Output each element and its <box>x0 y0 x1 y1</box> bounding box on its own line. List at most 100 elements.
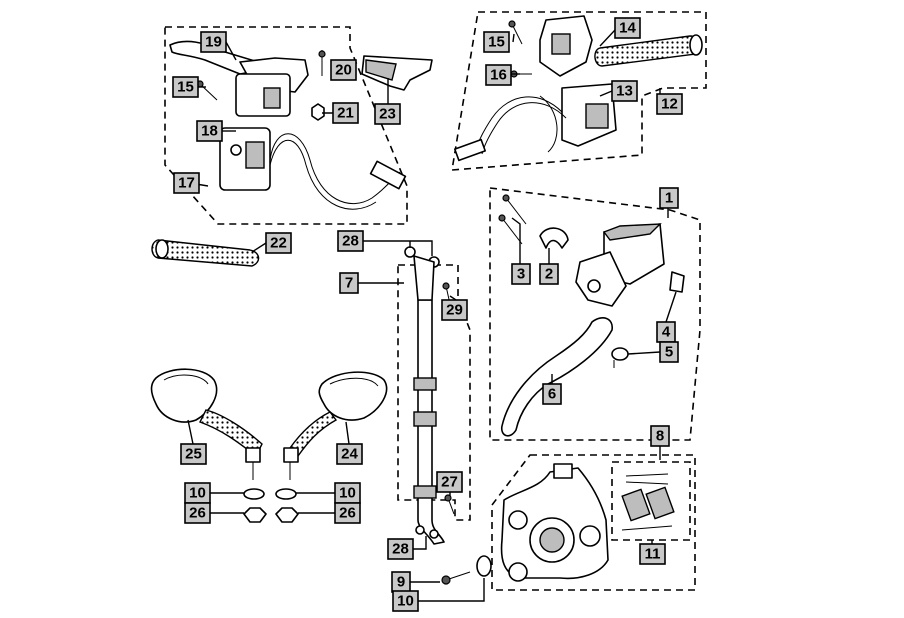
svg-text:25: 25 <box>185 446 202 463</box>
callout-19: 19 <box>200 31 227 53</box>
svg-text:15: 15 <box>177 79 194 96</box>
svg-text:10: 10 <box>339 485 356 502</box>
svg-text:4: 4 <box>662 324 671 341</box>
svg-text:15: 15 <box>488 34 505 51</box>
washer-10-left <box>243 488 265 500</box>
svg-text:19: 19 <box>205 34 222 51</box>
left-switch-housing-upper <box>235 73 291 117</box>
pivot-bolt-4 <box>669 271 685 293</box>
callout-2: 2 <box>539 263 559 285</box>
banjo-washer-bottom-b <box>429 529 439 539</box>
svg-text:29: 29 <box>446 302 463 319</box>
callout-28-bottom: 28 <box>387 538 414 560</box>
brake-hose-parts <box>404 246 455 545</box>
mirror-left-25 <box>150 368 218 423</box>
banjo-washer-bottom-a <box>415 525 425 535</box>
svg-text:10: 10 <box>397 593 414 610</box>
front-master-cylinder-outline <box>489 187 701 441</box>
banjo-fitting-top <box>413 255 435 301</box>
nut-26-left <box>243 507 267 523</box>
callout-17: 17 <box>173 172 200 194</box>
master-cylinder-parts <box>498 194 685 437</box>
callout-27: 27 <box>436 471 463 493</box>
callout-26-left: 26 <box>184 502 211 524</box>
callout-24: 24 <box>336 443 363 465</box>
svg-text:2: 2 <box>545 266 553 283</box>
svg-text:28: 28 <box>342 233 359 250</box>
svg-text:3: 3 <box>517 266 525 283</box>
washer-10-caliper <box>476 555 492 577</box>
right-switch-connector <box>453 138 487 162</box>
right-switch-parts <box>453 15 703 162</box>
lever-nut-5 <box>611 347 629 361</box>
brake-hose-outline <box>397 264 471 521</box>
svg-text:6: 6 <box>548 386 556 403</box>
callout-25: 25 <box>180 443 207 465</box>
callout-15-left: 15 <box>172 76 199 98</box>
lever-bracket-1 <box>575 251 627 307</box>
screw-3a <box>505 197 527 225</box>
right-switch-group-outline <box>451 11 707 171</box>
svg-text:7: 7 <box>345 275 353 292</box>
nut-21 <box>311 103 325 121</box>
callout-4: 4 <box>656 321 676 343</box>
svg-text:26: 26 <box>339 505 356 522</box>
washer-10-right <box>275 488 297 500</box>
svg-text:28: 28 <box>392 541 409 558</box>
callout-3: 3 <box>511 263 531 285</box>
callout-14: 14 <box>614 17 641 39</box>
callout-18: 18 <box>196 120 223 142</box>
callout-6: 6 <box>542 383 562 405</box>
callout-10-left: 10 <box>184 482 211 504</box>
callout-16: 16 <box>485 64 512 86</box>
callout-13: 13 <box>611 80 638 102</box>
svg-text:23: 23 <box>379 106 396 123</box>
callout-22: 22 <box>265 232 292 254</box>
left-switch-connector <box>369 160 407 190</box>
callout-9: 9 <box>391 571 411 593</box>
caliper-parts <box>441 463 675 585</box>
callout-8: 8 <box>650 425 670 447</box>
left-grip-22 <box>151 239 260 267</box>
svg-text:17: 17 <box>178 175 195 192</box>
svg-text:22: 22 <box>270 235 287 252</box>
callout-21: 21 <box>332 102 359 124</box>
svg-text:13: 13 <box>616 83 633 100</box>
svg-text:24: 24 <box>341 446 358 463</box>
callout-10-right: 10 <box>334 482 361 504</box>
clamp-2 <box>539 227 569 249</box>
callout-1: 1 <box>659 187 679 209</box>
svg-text:26: 26 <box>189 505 206 522</box>
svg-text:9: 9 <box>397 574 405 591</box>
svg-text:18: 18 <box>201 123 218 140</box>
callout-20: 20 <box>330 59 357 81</box>
svg-text:5: 5 <box>665 344 673 361</box>
nut-26-right <box>275 507 299 523</box>
callout-23: 23 <box>374 103 401 125</box>
svg-text:21: 21 <box>337 105 354 122</box>
callout-15-right: 15 <box>483 31 510 53</box>
caliper-group-outline <box>491 454 696 591</box>
callout-11: 11 <box>639 543 666 565</box>
svg-text:20: 20 <box>335 62 352 79</box>
svg-text:12: 12 <box>661 96 678 113</box>
screw-15-right <box>511 23 523 45</box>
left-switch-parts <box>151 40 433 267</box>
brake-lever-6 <box>500 317 613 437</box>
mirror-right-24 <box>318 371 388 421</box>
callout-12: 12 <box>656 93 683 115</box>
callout-26-right: 26 <box>334 502 361 524</box>
pad-kit-outline <box>611 461 691 541</box>
svg-text:1: 1 <box>665 190 673 207</box>
left-switch-button <box>263 87 281 109</box>
svg-text:11: 11 <box>645 546 661 563</box>
callout-10-caliper: 10 <box>392 590 419 612</box>
svg-text:10: 10 <box>189 485 206 502</box>
throttle-grip-14 <box>594 35 703 67</box>
svg-text:14: 14 <box>619 20 636 37</box>
callout-29: 29 <box>441 299 468 321</box>
pad-kit-11 <box>621 473 675 531</box>
svg-text:8: 8 <box>656 428 664 445</box>
svg-text:16: 16 <box>490 67 507 84</box>
